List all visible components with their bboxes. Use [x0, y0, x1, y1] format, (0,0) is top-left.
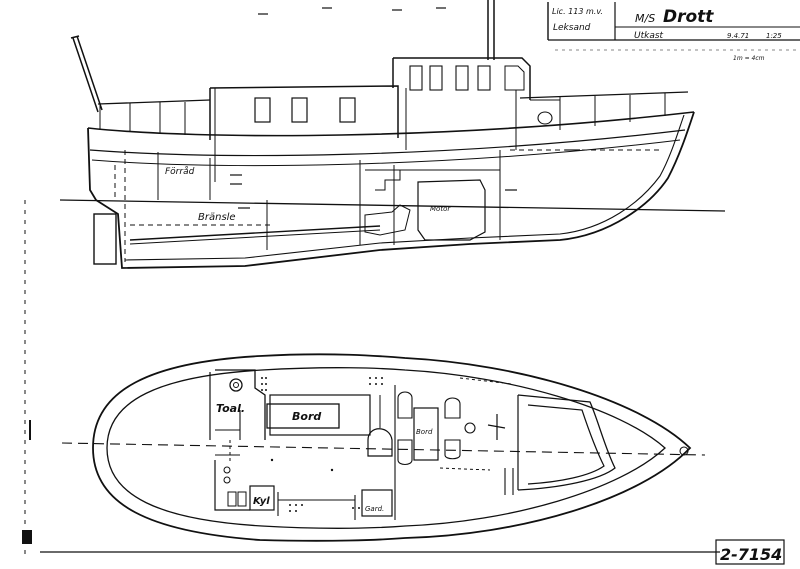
title-vessel-name: Drott [663, 7, 714, 27]
margin-marks [22, 200, 720, 555]
top-marks [258, 7, 446, 15]
label-gard: Gard. [365, 505, 384, 513]
title-place: Leksand [553, 23, 591, 33]
drawing-number: 2-7154 [720, 545, 782, 564]
title-line1: Lic. 113 m.v. [552, 7, 603, 16]
title-vessel-prefix: M/S [635, 12, 655, 25]
title-date: 9.4.71 [727, 32, 749, 40]
label-forrad: Förråd [165, 166, 195, 177]
title-scale-note: 1m = 4cm [733, 55, 765, 62]
label-toal: Toal. [216, 402, 245, 415]
title-block: Lic. 113 m.v. Leksand M/S Drott Utkast 9… [547, 2, 800, 62]
label-bord-main: Bord [292, 410, 321, 423]
drawing-number-box: 2-7154 [715, 539, 785, 565]
label-kyl: Kyl [253, 496, 270, 507]
label-bransle: Bränsle [198, 212, 236, 223]
label-bord-small: Bord [416, 428, 433, 436]
title-scale: 1:25 [766, 32, 782, 40]
title-subtitle: Utkast [634, 31, 664, 41]
label-motor: Motor [430, 205, 451, 213]
plan-view: Toal. Bord Bord Kyl Gard. [61, 353, 706, 542]
profile-view: Förråd Bränsle Motor [59, 0, 726, 269]
